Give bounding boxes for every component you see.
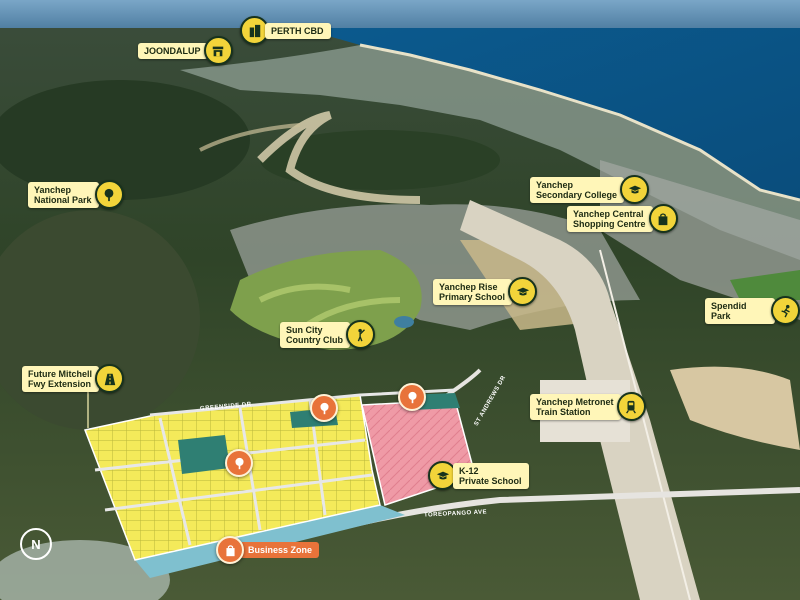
label-yanchep-national-park[interactable]: Yanchep National Park	[28, 180, 124, 209]
runner-icon	[771, 296, 800, 325]
park-tree-marker[interactable]	[225, 449, 253, 477]
label-mitchell-fwy[interactable]: Future Mitchell Fwy Extension	[22, 364, 125, 393]
label-shopping-centre[interactable]: Yanchep Central Shopping Centre	[567, 204, 678, 233]
label-text: Business Zone	[240, 542, 320, 558]
shopping-bag-icon	[216, 536, 244, 564]
label-k12-school[interactable]: K-12 Private School	[428, 461, 529, 490]
train-icon	[616, 392, 646, 421]
tree-icon	[234, 457, 244, 469]
label-business-zone[interactable]: Business Zone	[216, 536, 320, 564]
park-tree-marker[interactable]	[310, 394, 338, 422]
label-perth-cbd[interactable]: PERTH CBD	[240, 16, 331, 45]
label-text: Yanchep Metronet Train Station	[530, 393, 621, 420]
label-joondalup[interactable]: JOONDALUP	[138, 36, 233, 65]
tree-icon	[319, 402, 329, 414]
park-tree-marker[interactable]	[398, 383, 426, 411]
label-text: Future Mitchell Fwy Extension	[22, 365, 100, 392]
north-compass: N	[20, 528, 52, 560]
label-sun-city[interactable]: Sun City Country Club	[280, 320, 375, 349]
shopping-bag-icon	[648, 204, 678, 233]
label-text: Yanchep Rise Primary School	[433, 278, 513, 305]
label-text: Yanchep Central Shopping Centre	[567, 205, 653, 232]
label-metronet[interactable]: Yanchep Metronet Train Station	[530, 392, 646, 421]
label-text: Spendid Park	[705, 297, 776, 324]
shop-icon	[203, 36, 233, 65]
label-text: Yanchep National Park	[28, 181, 99, 208]
label-text: Sun City Country Club	[280, 321, 350, 348]
tree-icon	[407, 391, 417, 403]
graduation-cap-icon	[428, 461, 457, 490]
label-text: JOONDALUP	[138, 42, 208, 59]
compass-letter: N	[31, 536, 41, 552]
label-text: Yanchep Secondary College	[530, 176, 625, 203]
highway-icon	[95, 364, 125, 393]
label-rise-primary[interactable]: Yanchep Rise Primary School	[433, 277, 538, 306]
graduation-cap-icon	[508, 277, 538, 306]
tree-icon	[94, 180, 124, 209]
graduation-cap-icon	[620, 175, 650, 204]
label-secondary-college[interactable]: Yanchep Secondary College	[530, 175, 650, 204]
golfer-icon	[346, 320, 375, 349]
label-text: K-12 Private School	[453, 462, 529, 489]
label-text: PERTH CBD	[265, 22, 331, 39]
label-spendid-park[interactable]: Spendid Park	[705, 296, 800, 325]
